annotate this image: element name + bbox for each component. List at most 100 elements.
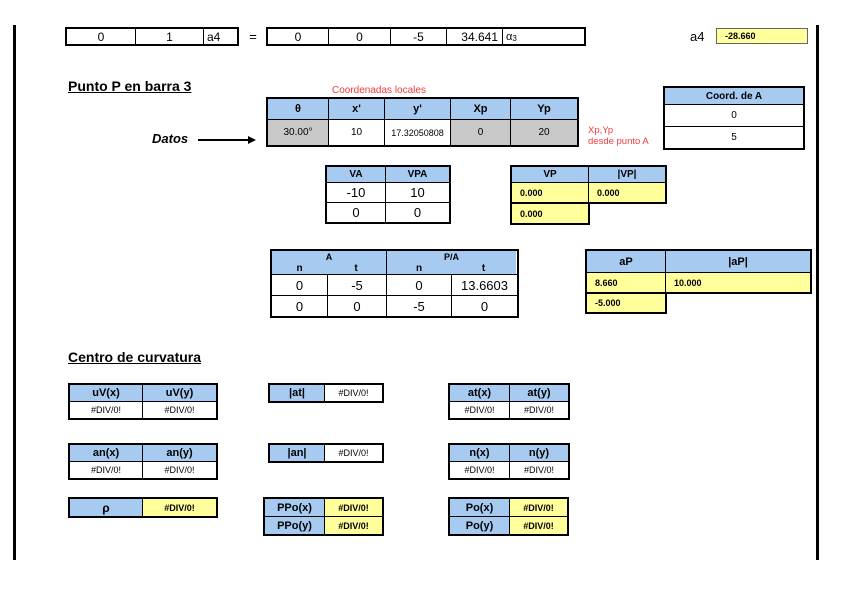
yp-header-cell[interactable]: Yp xyxy=(510,99,577,119)
nx-value-cell[interactable]: #DIV/0! xyxy=(464,465,495,475)
matrix-cell[interactable]: -5 xyxy=(390,29,446,44)
pox-label-cell[interactable]: Po(x) xyxy=(450,499,509,516)
ppoy-label-cell[interactable]: PPo(y) xyxy=(265,517,324,534)
uvy-header-cell[interactable]: uV(y) xyxy=(142,385,216,401)
ap-mag-cell[interactable]: 10.000 xyxy=(665,273,810,292)
subheader-t: t xyxy=(354,262,358,274)
nt-cell[interactable]: 0 xyxy=(295,298,304,314)
ap-mag-header-cell[interactable]: |aP| xyxy=(665,251,810,272)
ppox-value-cell[interactable]: #DIV/0! xyxy=(324,499,382,516)
ap-y-cell[interactable]: -5.000 xyxy=(585,294,667,314)
note-xpyp-line1: Xp,Yp xyxy=(588,125,614,136)
theta-header-cell[interactable]: θ xyxy=(268,99,328,119)
vp-mag-cell[interactable]: 0.000 xyxy=(588,183,665,202)
at-mag-table: |at| #DIV/0! xyxy=(268,383,384,403)
xp-value-cell[interactable]: 0 xyxy=(450,120,510,145)
equals-sign: = xyxy=(249,29,257,44)
right-page-border xyxy=(816,25,819,560)
at-table: at(x) at(y) #DIV/0! #DIV/0! xyxy=(448,383,570,420)
nt-cell[interactable]: -5 xyxy=(327,275,386,295)
aty-header-cell[interactable]: at(y) xyxy=(509,385,568,401)
rho-value-cell[interactable]: #DIV/0! xyxy=(142,499,216,516)
yp-value-cell[interactable]: 20 xyxy=(510,120,577,145)
an-mag-value-cell[interactable]: #DIV/0! xyxy=(324,445,382,461)
ny-header-cell[interactable]: n(y) xyxy=(509,445,568,461)
ny-value-cell[interactable]: #DIV/0! xyxy=(509,462,568,478)
matrix-cell[interactable]: 0 xyxy=(97,29,105,44)
ap-header-cell[interactable]: aP xyxy=(587,251,665,272)
vpa-cell[interactable]: 10 xyxy=(385,183,449,202)
coord-a-y-cell[interactable]: 5 xyxy=(731,132,737,143)
va-cell[interactable]: 0 xyxy=(352,205,360,220)
vp-x-cell[interactable]: 0.000 xyxy=(512,183,588,202)
uvx-header-cell[interactable]: uV(x) xyxy=(70,385,142,401)
an-mag-table: |an| #DIV/0! xyxy=(268,443,384,463)
n-table: n(x) n(y) #DIV/0! #DIV/0! xyxy=(448,443,570,480)
alpha-subscript: 3 xyxy=(512,34,517,43)
ppo-table: PPo(x) #DIV/0! PPo(y) #DIV/0! xyxy=(263,497,384,536)
matrix-cell[interactable]: 34.641 xyxy=(446,29,502,44)
vp-mag-header-cell[interactable]: |VP| xyxy=(588,167,665,182)
vp-header-cell[interactable]: VP xyxy=(512,167,588,182)
alpha-symbol: α xyxy=(506,30,513,43)
nt-cell[interactable]: 0 xyxy=(327,296,386,316)
va-header-cell[interactable]: VA xyxy=(327,167,385,182)
a4-result-cell[interactable]: -28.660 xyxy=(716,28,808,44)
nx-header-cell[interactable]: n(x) xyxy=(450,445,509,461)
left-page-border xyxy=(13,25,16,560)
matrix-cell[interactable]: 0 xyxy=(328,29,390,44)
any-header-cell[interactable]: an(y) xyxy=(142,445,216,461)
datos-label: Datos xyxy=(152,131,189,146)
poy-value-cell[interactable]: #DIV/0! xyxy=(509,517,567,534)
group-a-header-cell[interactable]: A n t xyxy=(272,251,386,274)
ppox-label-cell[interactable]: PPo(x) xyxy=(265,499,324,516)
datos-arrow xyxy=(198,139,248,141)
nt-cell[interactable]: -5 xyxy=(386,296,451,316)
va-vpa-table: VA VPA -10 10 0 0 xyxy=(325,165,451,224)
matrix-cell[interactable]: 0 xyxy=(294,29,302,44)
at-mag-value-cell[interactable]: #DIV/0! xyxy=(324,385,382,401)
xprime-value-cell[interactable]: 10 xyxy=(328,120,384,145)
poy-label-cell[interactable]: Po(y) xyxy=(450,517,509,534)
vp-y-cell[interactable]: 0.000 xyxy=(510,204,590,225)
nt-cell[interactable]: 13.6603 xyxy=(451,275,517,295)
atx-value-cell[interactable]: #DIV/0! xyxy=(464,405,495,415)
ppoy-value-cell[interactable]: #DIV/0! xyxy=(324,517,382,534)
aty-value-cell[interactable]: #DIV/0! xyxy=(509,402,568,418)
nt-cell[interactable]: 0 xyxy=(386,275,451,295)
at-mag-label-cell[interactable]: |at| xyxy=(270,385,324,401)
anx-value-cell[interactable]: #DIV/0! xyxy=(90,465,121,475)
matrix-label-cell-a4[interactable]: a4 xyxy=(203,29,237,44)
atx-header-cell[interactable]: at(x) xyxy=(450,385,509,401)
rho-table: ρ #DIV/0! xyxy=(68,497,218,518)
po-table: Po(x) #DIV/0! Po(y) #DIV/0! xyxy=(448,497,569,536)
note-coordenadas-locales: Coordenadas locales xyxy=(332,85,426,96)
uvx-value-cell[interactable]: #DIV/0! xyxy=(90,405,121,415)
subheader-n: n xyxy=(296,262,303,274)
nt-cell[interactable]: 0 xyxy=(295,277,304,293)
anx-header-cell[interactable]: an(x) xyxy=(70,445,142,461)
yprime-header-cell[interactable]: y' xyxy=(384,99,450,119)
nt-cell[interactable]: 0 xyxy=(451,296,517,316)
any-value-cell[interactable]: #DIV/0! xyxy=(142,462,216,478)
rho-label-cell[interactable]: ρ xyxy=(70,499,142,516)
yprime-value-cell[interactable]: 17.32050808 xyxy=(384,120,450,145)
ap-table: aP |aP| 8.660 10.000 -5.000 xyxy=(585,249,812,314)
coord-a-x-cell[interactable]: 0 xyxy=(731,110,737,121)
pox-value-cell[interactable]: #DIV/0! xyxy=(509,499,567,516)
group-pa-header-cell[interactable]: P/A n t xyxy=(386,251,516,274)
matrix-cell[interactable]: 1 xyxy=(135,29,203,44)
vpa-header-cell[interactable]: VPA xyxy=(385,167,449,182)
datos-arrow-head xyxy=(248,136,256,144)
va-cell[interactable]: -10 xyxy=(346,185,366,200)
section-title-punto-p: Punto P en barra 3 xyxy=(68,78,192,94)
coord-a-header-cell[interactable]: Coord. de A xyxy=(665,88,803,104)
ap-x-cell[interactable]: 8.660 xyxy=(587,273,665,292)
xp-header-cell[interactable]: Xp xyxy=(450,99,510,119)
uvy-value-cell[interactable]: #DIV/0! xyxy=(142,402,216,418)
vpa-cell[interactable]: 0 xyxy=(385,203,449,222)
xprime-header-cell[interactable]: x' xyxy=(328,99,384,119)
an-mag-label-cell[interactable]: |an| xyxy=(270,445,324,461)
theta-value-cell[interactable]: 30.00° xyxy=(268,120,328,145)
